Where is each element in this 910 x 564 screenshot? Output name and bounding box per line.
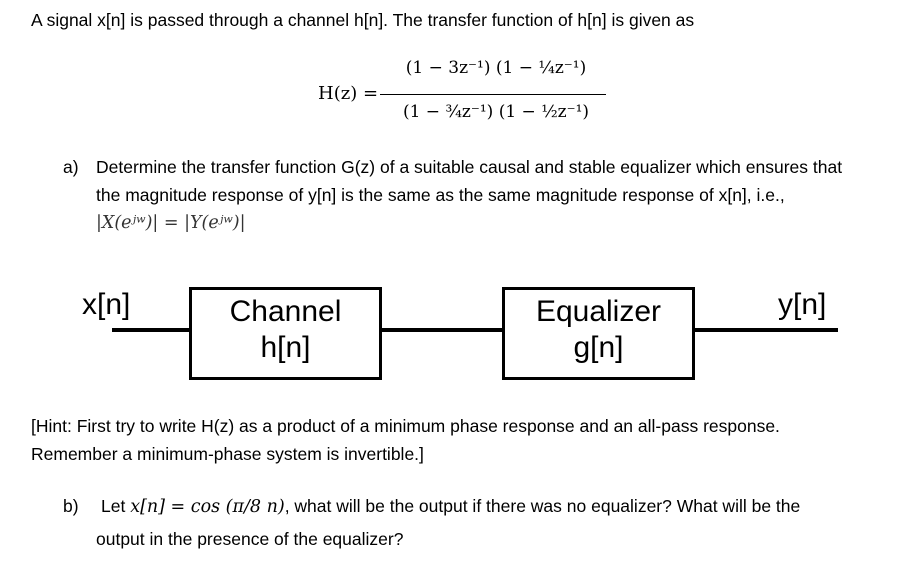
part-b-prefix: Let (101, 496, 131, 516)
formula-lhs: H(z) = (318, 83, 379, 104)
channel-block: Channel h[n] (189, 287, 382, 380)
part-b-signal-equation: x[n] = cos (π/8 n) (130, 497, 285, 517)
part-a-equation: |X(eʲʷ)| = |Y(eʲʷ)| (96, 213, 246, 233)
intro-text: A signal x[n] is passed through a channe… (31, 10, 695, 30)
part-b-line2: output in the presence of the equalizer? (96, 529, 404, 549)
input-wire (112, 328, 192, 332)
formula-denominator: (1 − ¾z⁻¹) (1 − ½z⁻¹) (402, 102, 590, 122)
channel-signal-label: h[n] (260, 331, 311, 364)
fraction-bar (380, 94, 606, 96)
hint-line2: Remember a minimum-phase system is inver… (31, 444, 424, 464)
part-a-line1: Determine the transfer function G(z) of … (96, 157, 843, 177)
part-a-label: a) (63, 157, 79, 177)
transfer-function-formula: H(z) = (1 − 3z⁻¹) (1 − ¼z⁻¹) (1 − ¾z⁻¹) … (318, 52, 608, 136)
output-wire (693, 328, 838, 332)
part-b-label: b) (63, 496, 79, 516)
part-a-line2: the magnitude response of y[n] is the sa… (96, 185, 785, 205)
equalizer-label: Equalizer (535, 295, 662, 328)
formula-numerator: (1 − 3z⁻¹) (1 − ¼z⁻¹) (405, 58, 587, 78)
part-b-question: , what will be the output if there was n… (284, 496, 801, 516)
output-signal-label: y[n] (778, 288, 827, 321)
hint-line1: [Hint: First try to write H(z) as a prod… (31, 416, 780, 436)
input-signal-label: x[n] (82, 288, 131, 321)
equalizer-block: Equalizer g[n] (502, 287, 695, 380)
channel-label: Channel (229, 295, 342, 328)
part-b-line1: Let x[n] = cos (π/8 n), what will be the… (101, 496, 800, 517)
equalizer-signal-label: g[n] (573, 331, 624, 364)
middle-wire (380, 328, 504, 332)
